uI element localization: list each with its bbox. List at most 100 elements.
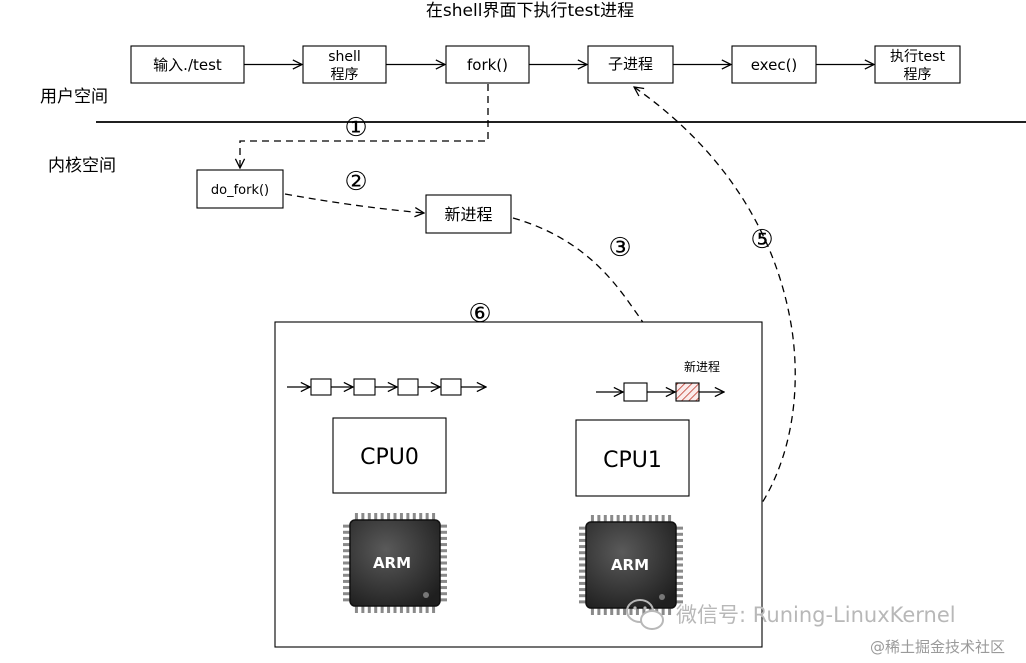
- chip-pin: [440, 561, 447, 565]
- chip-pin: [380, 606, 384, 613]
- flow-box-exec: exec(): [731, 45, 817, 84]
- chip-pin: [343, 530, 350, 534]
- chip-pin: [399, 513, 403, 520]
- cpu1-run-queue: [596, 382, 724, 402]
- chip-pin: [676, 581, 683, 585]
- cpu1-queue-new-task: [675, 382, 700, 402]
- chip-pin: [579, 563, 586, 567]
- arm-chip-cpu0: ARM: [343, 513, 447, 613]
- chip-pin: [579, 551, 586, 555]
- chip-pin: [597, 608, 601, 615]
- chip-pin: [616, 608, 620, 615]
- chip-pin: [579, 600, 586, 604]
- chip-pin: [579, 538, 586, 542]
- chip-pin: [440, 536, 447, 540]
- chip-pin: [629, 608, 633, 615]
- chip-pin: [343, 543, 350, 547]
- chip-pin: [635, 515, 639, 522]
- chip-pin: [393, 513, 397, 520]
- chip-pin: [343, 567, 350, 571]
- wechat-watermark: 微信号: Runing-LinuxKernel @稀土掘金技术社区: [626, 599, 1005, 656]
- chip-pin: [642, 515, 646, 522]
- chip-pin: [579, 575, 586, 579]
- chip-pin: [440, 579, 447, 583]
- chip-pin: [361, 606, 365, 613]
- chip-pin: [374, 513, 378, 520]
- chip-pin: [343, 561, 350, 565]
- chip-pin: [597, 515, 601, 522]
- chip-pin: [676, 526, 683, 530]
- chip-pin: [440, 586, 447, 590]
- chip-pin: [343, 524, 350, 528]
- chip-pin: [343, 598, 350, 602]
- chip-pin: [661, 608, 665, 615]
- cpu0-queue-task: [440, 378, 462, 396]
- flow-box-shell: shell 程序: [302, 45, 387, 84]
- chip-pin: [676, 594, 683, 598]
- chip-pin: [440, 543, 447, 547]
- chip-pin: [610, 515, 614, 522]
- chip-pin: [387, 606, 391, 613]
- cpu1-label: CPU1: [603, 448, 662, 473]
- flow-box-run-test: 执行test 程序: [874, 45, 961, 84]
- chip-pin: [676, 600, 683, 604]
- cpu0-queue-task: [310, 378, 332, 396]
- cpu0-label: CPU0: [360, 445, 419, 470]
- chip-pin: [343, 549, 350, 553]
- chip-pin: [393, 606, 397, 613]
- chip-pin: [676, 588, 683, 592]
- do-fork-box: do_fork(): [196, 169, 284, 209]
- chip-pin: [374, 606, 378, 613]
- cpu0-box: CPU0: [332, 417, 447, 494]
- flow-box-child-process: 子进程: [587, 45, 674, 84]
- arm-chip-cpu1-pins: [579, 515, 683, 615]
- chip-pin: [354, 606, 358, 613]
- cpu1-queue-task: [623, 382, 648, 402]
- connector-step1-fork-to-do-fork: [240, 84, 489, 168]
- chip-pin: [440, 592, 447, 596]
- chip-pin: [412, 606, 416, 613]
- chip-pin: [579, 569, 586, 573]
- user-space-label: 用户空间: [40, 87, 108, 107]
- watermark-site: @稀土掘金技术社区: [870, 638, 1005, 656]
- chip-pin: [590, 515, 594, 522]
- chip-pin: [676, 538, 683, 542]
- chip-pin: [676, 532, 683, 536]
- chip-pin: [579, 594, 586, 598]
- chip-pin: [635, 608, 639, 615]
- chip-pin: [579, 588, 586, 592]
- chip-pin: [406, 606, 410, 613]
- flow-box-input: 输入./test: [130, 45, 245, 84]
- new-process-box: 新进程: [425, 194, 512, 234]
- chip-pin: [623, 608, 627, 615]
- chip-pin: [579, 545, 586, 549]
- chip-pin: [655, 515, 659, 522]
- chip-pin: [380, 513, 384, 520]
- chip-pin: [343, 579, 350, 583]
- cpu0-queue-task: [397, 378, 419, 396]
- chip-pin: [343, 555, 350, 559]
- chip-pin: [642, 608, 646, 615]
- chip-pin: [440, 530, 447, 534]
- new-process-label: 新进程: [444, 205, 492, 224]
- arm-chip-cpu1-label: ARM: [611, 556, 649, 574]
- chip-pin: [668, 515, 672, 522]
- flow-box-shell-line1: shell: [328, 49, 361, 65]
- watermark-wechat-id: 微信号: Runing-LinuxKernel: [676, 603, 956, 627]
- chip-pin: [610, 608, 614, 615]
- chip-pin: [406, 513, 410, 520]
- chip-pin: [676, 569, 683, 573]
- chip-pin: [668, 608, 672, 615]
- chip-pin: [343, 536, 350, 540]
- chip-pin: [676, 545, 683, 549]
- chip-pin: [419, 513, 423, 520]
- chip-pin: [629, 515, 633, 522]
- chip-pin: [425, 513, 429, 520]
- arm-chip-cpu1: ARM: [579, 515, 683, 615]
- do-fork-label: do_fork(): [211, 183, 269, 198]
- step-3-marker: ③: [608, 233, 631, 263]
- chip-pin: [412, 513, 416, 520]
- kernel-space-label: 内核空间: [48, 156, 116, 176]
- chip-pin: [399, 606, 403, 613]
